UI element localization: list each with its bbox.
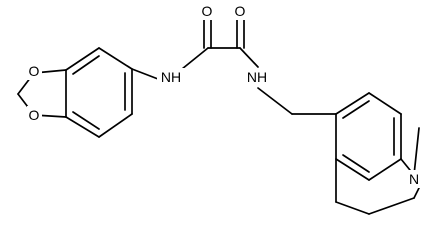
amide-nh-label: NH: [247, 69, 267, 85]
oxygen-label: O: [29, 63, 40, 79]
carbonyl-oxygen-label: O: [202, 3, 213, 19]
chemical-structure-diagram: O O NH O O NH N: [17, 2, 422, 215]
atom-label-o-bottom-left: O: [27, 106, 42, 124]
atom-label-o-carbonyl-left: O: [200, 2, 215, 20]
oxygen-label: O: [29, 107, 40, 123]
oxalamide-linker: [131, 16, 259, 80]
benzodioxole-benzene-ring: [65, 47, 133, 138]
atom-label-o-carbonyl-right: O: [233, 2, 248, 20]
atom-label-n-ring: N: [407, 170, 422, 188]
atom-label-o-top-left: O: [27, 62, 42, 80]
carbonyl-oxygen-label: O: [235, 3, 246, 19]
ethyl-chain: [257, 87, 337, 115]
ring-nitrogen-label: N: [409, 171, 419, 187]
amide-nh-label: NH: [161, 69, 181, 85]
atom-label-nh-left: NH: [157, 68, 185, 86]
tetrahydroquinoline-aromatic-ring: [335, 92, 402, 181]
atom-label-nh-right: NH: [243, 68, 271, 86]
